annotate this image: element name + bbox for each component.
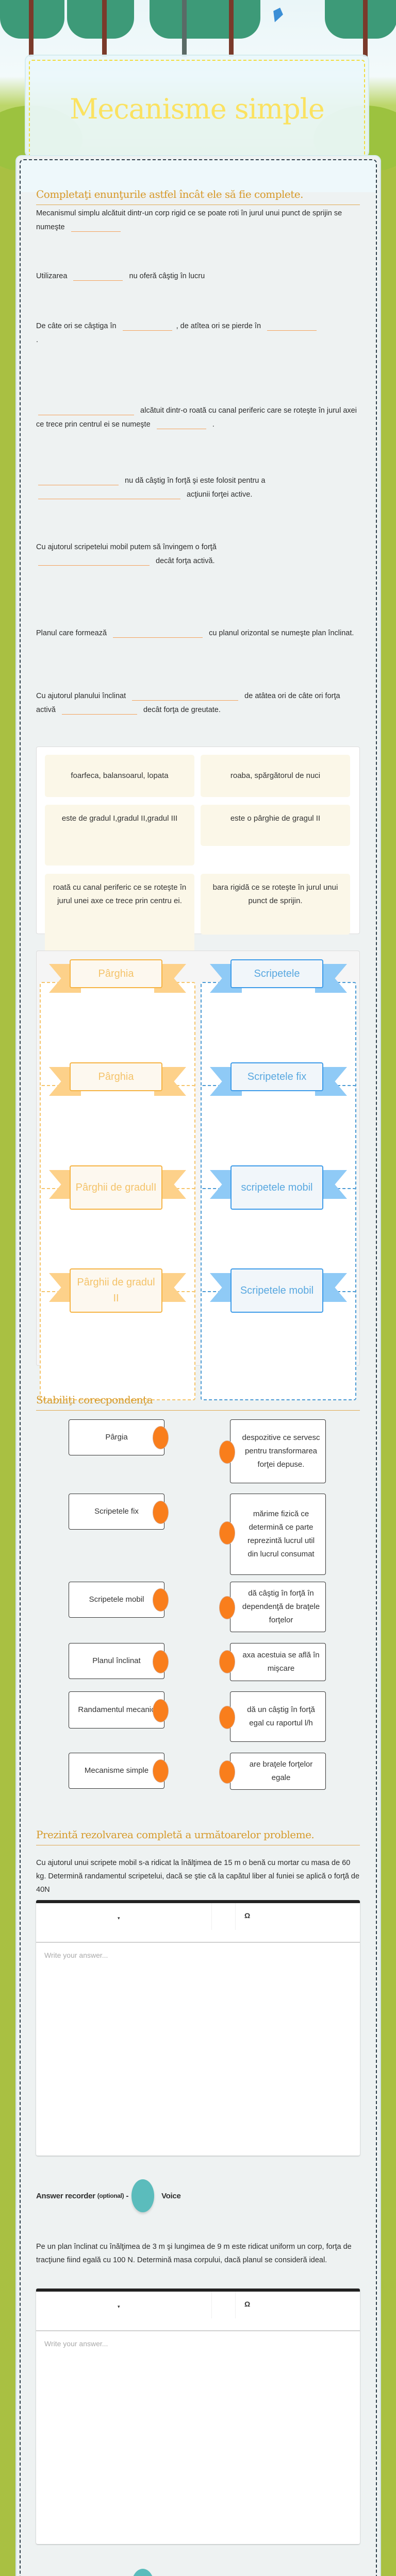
connector-dot[interactable] [219,1706,235,1729]
draggable-card[interactable]: foarfeca, balansoarul, lopata [45,755,194,797]
fill-sentence-6: Cu ajutorul scripetelui mobil putem să î… [36,543,217,566]
connector-dot[interactable] [219,1596,235,1619]
connector-dot[interactable] [219,1650,235,1673]
bucket-label: Pârghii de gradul II [70,1268,162,1313]
tree-icon [325,0,396,39]
worksheet-card: Completaţi enunţurile astfel încât ele s… [16,156,380,2576]
bucket-label: Scripetele [230,959,323,988]
connector-dot[interactable] [153,1699,169,1722]
section-title-fill-in: Completaţi enunţurile astfel încât ele s… [36,188,360,205]
match-right-item[interactable]: are braţele forţelor egale [230,1753,326,1790]
editor-toolbar: ▾ Ω [36,2292,360,2331]
blank-input[interactable] [113,629,203,638]
match-right-item[interactable]: mărime fizică ce determină ce parte repr… [230,1494,326,1575]
match-left-item[interactable]: Scripetele mobil [69,1582,164,1618]
title-card: Mecanisme simple [26,56,368,157]
draggable-card[interactable]: bara rigidă ce se roteşte în jurul unui … [201,874,350,935]
match-right-item[interactable]: dă câştig în forţă în dependenţă de braţ… [230,1582,326,1632]
draggable-card[interactable]: este o pârghie de gragul II [201,805,350,846]
special-character-icon[interactable]: Ω [244,2300,251,2308]
rich-text-editor: ▾ Ω [36,2289,360,2544]
answer-textarea[interactable] [36,2331,360,2541]
record-button[interactable] [131,2179,155,2212]
drop-zone[interactable] [201,1291,356,1400]
fill-sentence-8: Cu ajutorul planului înclinat de atâtea … [36,691,340,715]
connector-dot[interactable] [153,1588,169,1612]
bucket-label: Pârghia [70,959,162,988]
blank-input[interactable] [156,420,206,429]
match-left-item[interactable]: Planul înclinat [69,1643,164,1679]
connector-dot[interactable] [153,1426,169,1449]
blank-input[interactable] [61,705,137,715]
bucket-label: Scripetele mobil [230,1268,323,1313]
match-right-item[interactable]: axa acestuia se află în mişcare [230,1643,326,1681]
answer-recorder: Answer recorder (optional) - Voice [36,2569,181,2576]
record-button[interactable] [131,2569,155,2576]
match-left-item[interactable]: Pârgia [69,1419,164,1455]
blank-input[interactable] [122,321,172,331]
fill-sentence-7: Planul care formează cu planul orizontal… [36,629,354,638]
tree-icon [150,0,260,39]
header-banner: Mecanisme simple [0,0,396,170]
match-right-item[interactable]: dă un câştig în forţă egal cu raportul l… [230,1691,326,1742]
bucket-label: scripetele mobil [230,1165,323,1210]
answer-recorder: Answer recorder (optional) - Voice [36,2179,181,2212]
blank-input[interactable] [73,272,123,281]
blank-input[interactable] [71,223,121,232]
fill-sentence-5: nu dă câştig în forţă şi este folosit pe… [36,474,360,502]
blank-input[interactable] [38,490,180,499]
problem-text: Pe un plan înclinat cu înălţimea de 3 m … [36,2243,352,2264]
bucket-label: Pârghii de gradulI [70,1165,162,1210]
connector-dot[interactable] [153,1501,169,1524]
section-title-correspondence: Stabiliţi corecpondenţa [36,1394,360,1411]
blank-input[interactable] [267,321,317,331]
match-left-item[interactable]: Scripetele fix [69,1494,164,1530]
bucket-label: Scripetele fix [230,1062,323,1091]
bucket-label: Pârghia [70,1062,162,1091]
dropdown-caret-icon[interactable]: ▾ [118,1916,120,1921]
connector-dot[interactable] [219,1760,235,1784]
connector-dot[interactable] [219,1521,235,1545]
section-title-problems: Prezintă rezolvarea completă a următoare… [36,1828,360,1845]
blank-input[interactable] [38,406,134,415]
rich-text-editor: ▾ Ω [36,1900,360,2156]
draggable-card[interactable]: roată cu canal periferic ce se roteşte î… [45,874,194,954]
fill-sentence-4: alcătuit dintr-o roată cu canal periferi… [36,406,357,429]
match-right-item[interactable]: despozitive ce servesc pentru transforma… [230,1419,326,1483]
kite-icon [270,6,285,24]
special-character-icon[interactable]: Ω [244,1911,251,1920]
match-left-item[interactable]: Randamentul mecanic [69,1691,164,1728]
match-left-item[interactable]: Mecanisme simple [69,1753,164,1789]
fill-sentence-3: De câte ori se câştiga în , de atîtea or… [36,319,360,347]
answer-textarea[interactable] [36,1943,360,2153]
blank-input[interactable] [38,476,119,485]
tree-icon [67,0,134,39]
blank-input[interactable] [38,556,150,566]
blank-input[interactable] [132,691,239,701]
editor-toolbar: ▾ Ω [36,1903,360,1943]
draggable-card[interactable]: este de gradul I,gradul II,gradul III [45,805,194,866]
answer-bank: foarfeca, balansoarul, lopata roaba, spă… [36,747,360,954]
categorize-board: Pârghia Scripetele Pârghia Scripetele fi… [36,951,360,1400]
fill-sentence-2: Utilizarea nu oferă câştig în lucru [36,272,205,281]
dropdown-caret-icon[interactable]: ▾ [118,2304,120,2309]
connector-dot[interactable] [153,1650,169,1673]
category-bucket[interactable]: Pârghii de gradul II [40,1264,195,1400]
fill-sentence-1: Mecanismul simplu alcătuit dintr-un corp… [36,209,342,232]
page-title: Mecanisme simple [70,92,325,125]
draggable-card[interactable]: roaba, spărgătorul de nuci [201,755,350,797]
connector-dot[interactable] [153,1759,169,1783]
connector-dot[interactable] [219,1440,235,1464]
problem-text: Cu ajutorul unui scripete mobil s-a ridi… [36,1859,360,1894]
category-bucket[interactable]: Scripetele mobil [201,1264,356,1400]
